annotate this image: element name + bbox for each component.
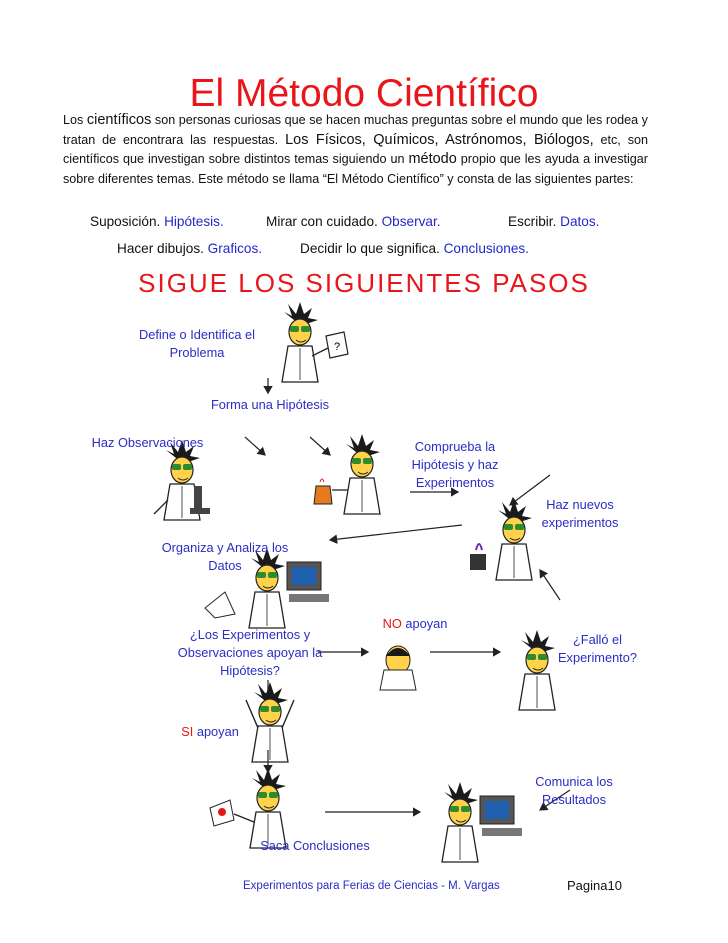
svg-text:?: ?	[334, 341, 340, 353]
label-yes-rest: apoyan	[193, 724, 239, 739]
scientist-communicate-figure	[442, 782, 522, 862]
step-form-hypothesis: Forma una Hipótesis	[195, 396, 345, 414]
scientist-microscope-figure	[154, 440, 210, 520]
step-failed-experiment: ¿Falló el Experimento?	[550, 631, 645, 667]
scientist-define-figure: ?	[282, 302, 348, 382]
step-observe: Haz Observaciones	[80, 434, 215, 452]
step-question: ¿Los Experimentos y Observaciones apoyan…	[170, 626, 330, 680]
scientist-worried-figure	[380, 646, 416, 690]
step-communicate: Comunica los Resultados	[525, 773, 623, 809]
page-number: Pagina10	[567, 878, 622, 893]
step-new-experiments: Haz nuevos experimentos	[535, 496, 625, 532]
scientist-new-experiment-figure	[470, 500, 532, 580]
label-no-rest: apoyan	[402, 616, 448, 631]
scientist-beaker-figure	[314, 434, 380, 514]
step-test-hypothesis: Comprueba la Hipótesis y haz Experimento…	[400, 438, 510, 492]
label-no-support: NO apoyan	[370, 615, 460, 633]
step-organize-data: Organiza y Analiza los Datos	[150, 539, 300, 575]
label-yes-support: SI apoyan	[170, 723, 250, 741]
footer-credit: Experimentos para Ferias de Ciencias - M…	[243, 880, 500, 892]
step-conclusions: Saca Conclusiones	[235, 837, 395, 855]
scientist-conclusion-figure	[210, 768, 286, 848]
label-yes-word: SI	[181, 724, 193, 739]
scientist-celebrate-figure	[246, 682, 294, 762]
label-no-word: NO	[383, 616, 402, 631]
step-define-problem: Define o Identifica el Problema	[112, 326, 282, 362]
